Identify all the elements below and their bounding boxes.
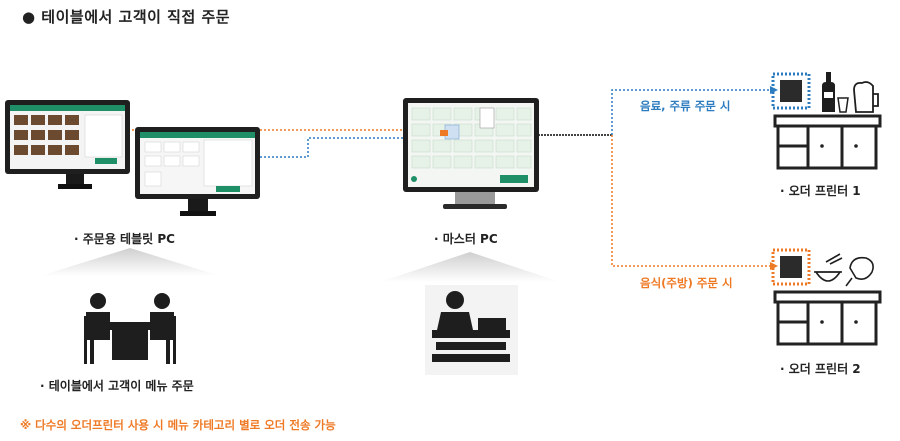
tablet-pointer [40,248,220,276]
page-title: ● 테이블에서 고객이 직접 주문 [22,8,231,26]
tablet-2 [135,127,260,216]
printer-1-icon [771,72,811,110]
staff-icon [425,285,518,375]
food-icons [814,253,874,287]
master-pointer [380,252,560,282]
customers-icon [84,293,176,364]
printer-1-group [771,72,882,170]
master-pc-label: · 마스터 PC [434,232,498,246]
counter-2 [773,290,882,346]
printer-1-label: · 오더 프린터 1 [780,184,861,198]
drink-icons [822,72,879,113]
counter-1 [773,114,882,170]
printer-2-group [771,248,882,346]
food-route-label: 음식(주방) 주문 시 [640,276,733,290]
footnote: ※ 다수의 오더프린터 사용 시 메뉴 카테고리 별로 오더 전송 가능 [20,418,336,432]
printer-2-icon [771,248,811,286]
drinks-route-label: 음료, 주류 주문 시 [640,99,731,113]
tablet-1 [5,100,130,189]
printer-2-label: · 오더 프린터 2 [780,362,861,376]
tablet-pc-label: · 주문용 테블릿 PC [74,232,175,246]
master-pc [403,98,539,209]
customer-label: · 테이블에서 고객이 메뉴 주문 [40,379,194,393]
printer2-orange-line [611,135,770,267]
printer1-blue-line [611,89,770,135]
